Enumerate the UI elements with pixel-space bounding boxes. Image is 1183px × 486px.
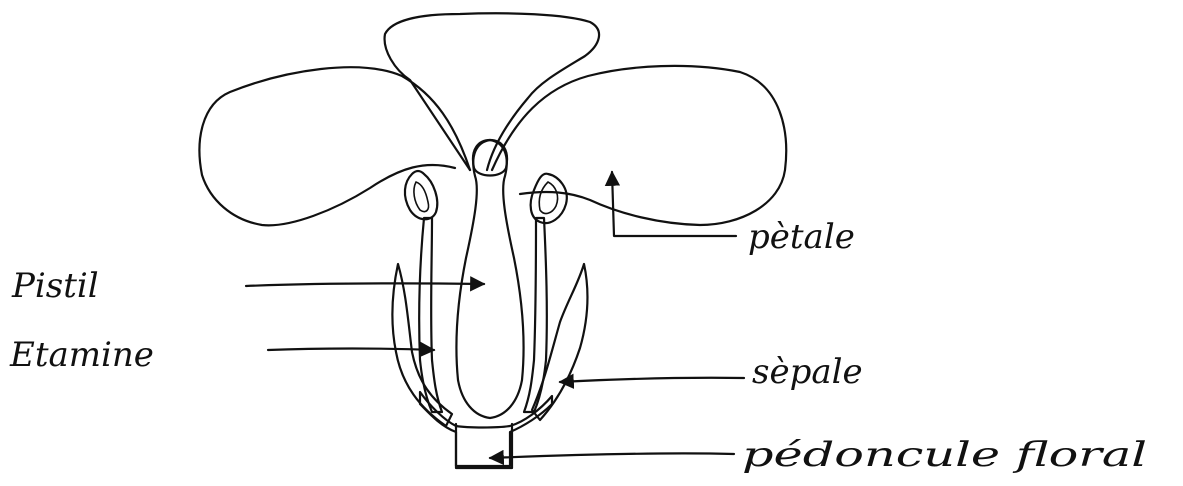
label-pedoncule: pédoncule floral <box>742 435 1147 475</box>
stamen-right-anther-hole <box>539 182 557 213</box>
petal-left <box>199 67 470 225</box>
petal-top <box>385 13 599 170</box>
stamen-right-filament <box>524 218 547 412</box>
pistil <box>456 140 523 418</box>
arrow-etamine <box>268 349 434 351</box>
pistil-body <box>456 140 523 418</box>
petals <box>199 13 786 225</box>
arrow-pistil <box>246 283 484 286</box>
arrow-sepale <box>560 378 744 382</box>
stamen-left-anther <box>405 171 437 219</box>
arrow-petale <box>612 172 736 236</box>
arrow-pedoncule <box>490 453 734 458</box>
labels: Pistil Etamine pètale sèpale pédoncule f… <box>9 217 1147 475</box>
stamen-left-filament <box>419 218 442 412</box>
peduncle-stem <box>456 424 512 468</box>
stamen-right-anther <box>531 174 567 223</box>
label-sepale: sèpale <box>752 352 863 392</box>
stamens <box>405 171 567 412</box>
label-pistil: Pistil <box>11 266 99 306</box>
sepals <box>392 264 587 426</box>
label-arrows <box>246 172 744 458</box>
label-etamine: Etamine <box>9 335 154 375</box>
stamen-left-anther-hole <box>414 182 429 212</box>
label-petale: pètale <box>748 217 855 257</box>
sepal-left <box>392 264 452 426</box>
